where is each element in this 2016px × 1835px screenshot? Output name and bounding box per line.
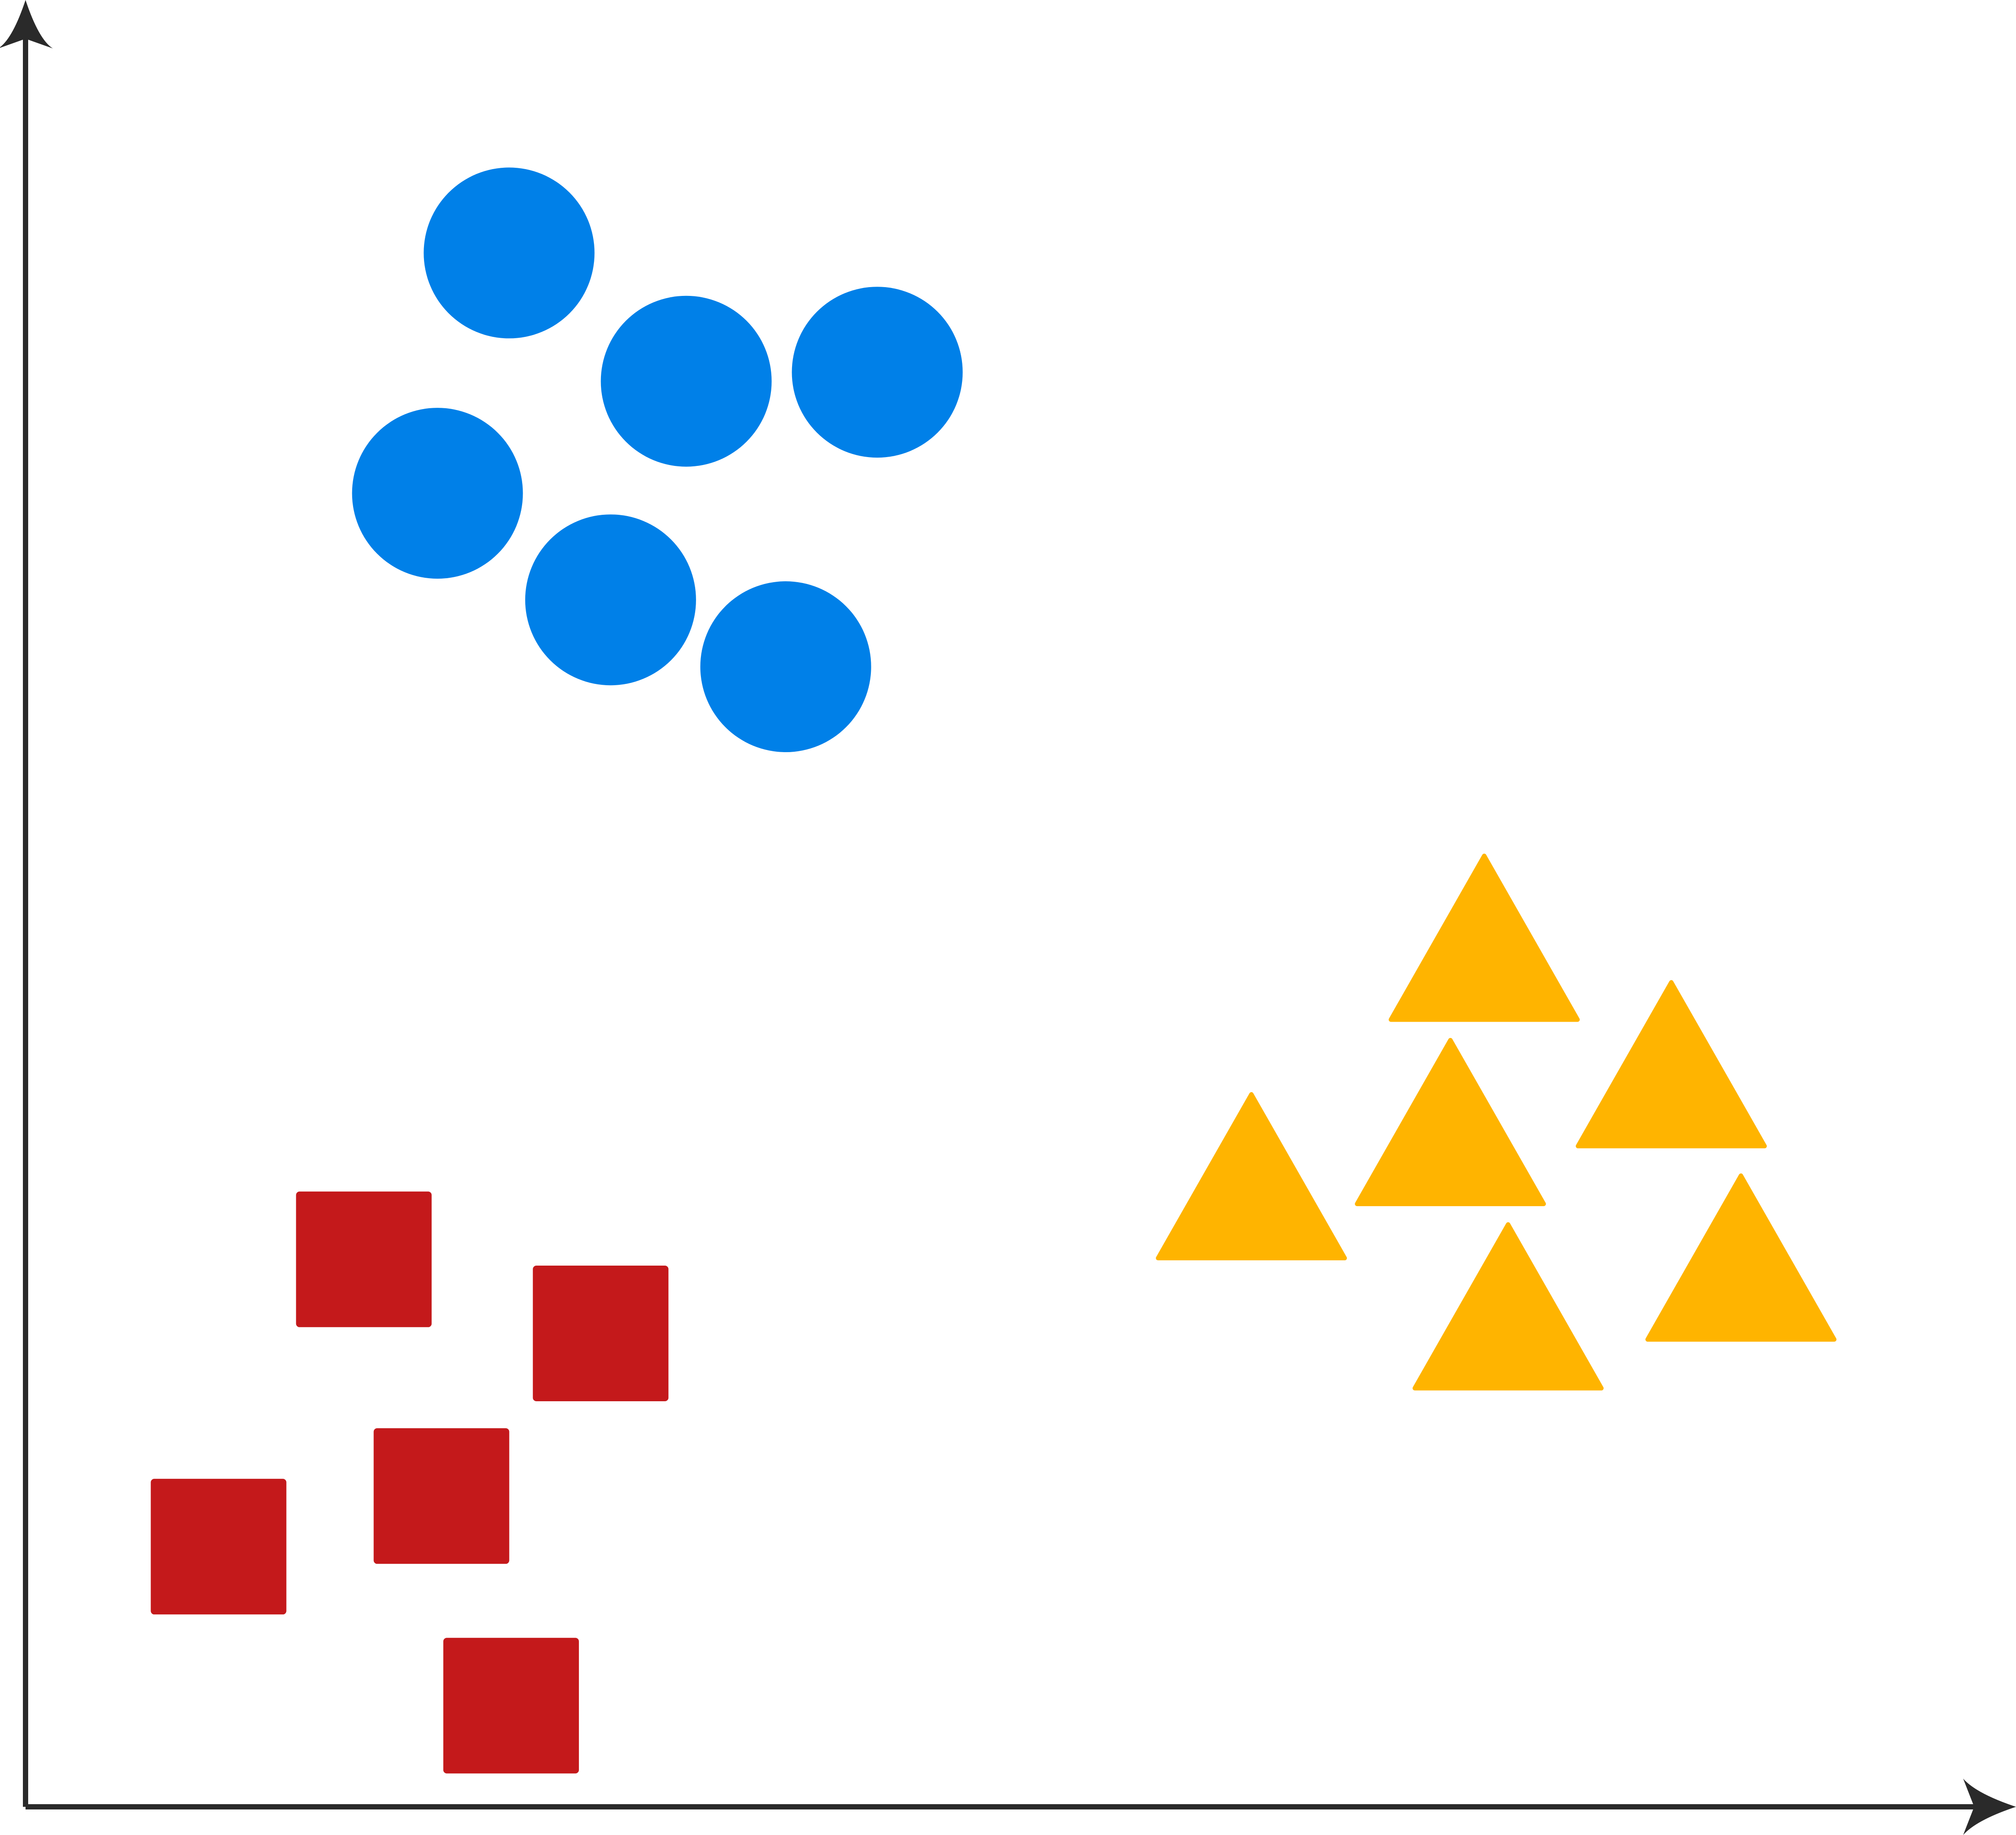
data-point-triangle [1576,980,1767,1148]
y-axis-arrow-icon [0,0,53,48]
data-point-triangle [1389,853,1580,1022]
data-point-triangle [1645,1173,1837,1342]
data-point-circle [352,408,523,579]
data-point-square [373,1428,509,1564]
data-point-square [443,1638,579,1774]
data-point-square [151,1479,287,1615]
data-point-circle [792,287,963,458]
x-axis-arrow-icon [1963,1779,2016,1835]
data-point-square [296,1191,432,1327]
data-point-triangle [1412,1222,1604,1391]
data-point-circle [700,581,871,753]
data-point-triangle [1355,1037,1546,1206]
data-point-square [533,1266,669,1402]
data-point-triangle [1156,1092,1347,1261]
data-point-circle [601,295,772,467]
data-point-circle [525,514,696,686]
data-point-circle [424,167,595,339]
